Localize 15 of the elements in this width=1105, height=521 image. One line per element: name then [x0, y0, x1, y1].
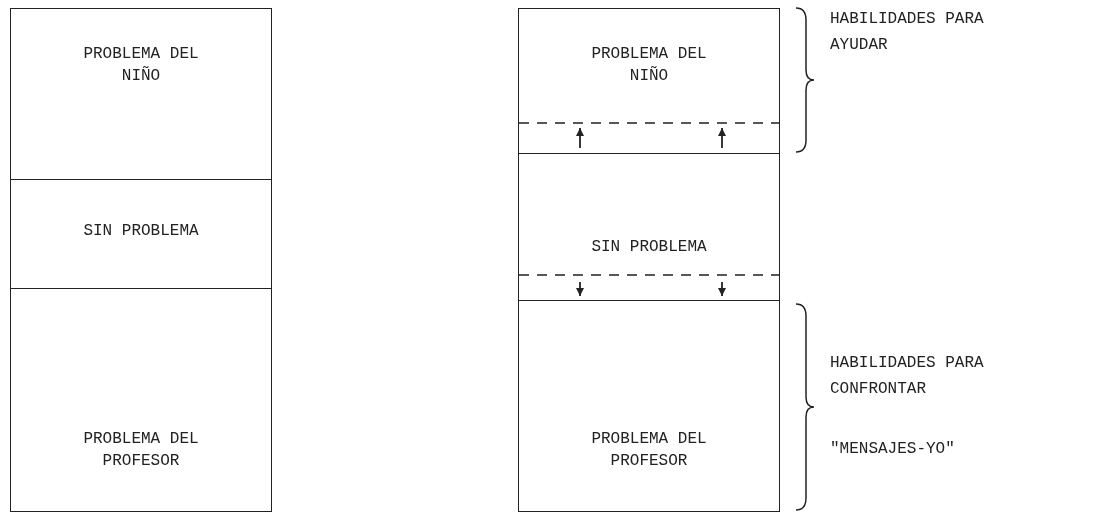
zone-box	[518, 153, 780, 301]
zone-label: PROBLEMA DEL PROFESOR	[590, 429, 708, 472]
zone-label: SIN PROBLEMA	[82, 221, 200, 242]
zone-label: SIN PROBLEMA	[590, 237, 708, 258]
zone-label: PROBLEMA DEL PROFESOR	[82, 429, 200, 472]
skill-label: HABILIDADES PARA AYUDAR	[830, 9, 985, 56]
zone-box	[10, 179, 272, 289]
zone-label: PROBLEMA DEL NIÑO	[590, 44, 708, 87]
skill-label: HABILIDADES PARA CONFRONTAR	[830, 353, 985, 400]
zone-box	[10, 8, 272, 180]
zone-box	[518, 8, 780, 154]
zone-box	[10, 288, 272, 512]
zone-box	[518, 300, 780, 512]
note-label: "MENSAJES-YO"	[830, 439, 956, 460]
zone-label: PROBLEMA DEL NIÑO	[82, 44, 200, 87]
